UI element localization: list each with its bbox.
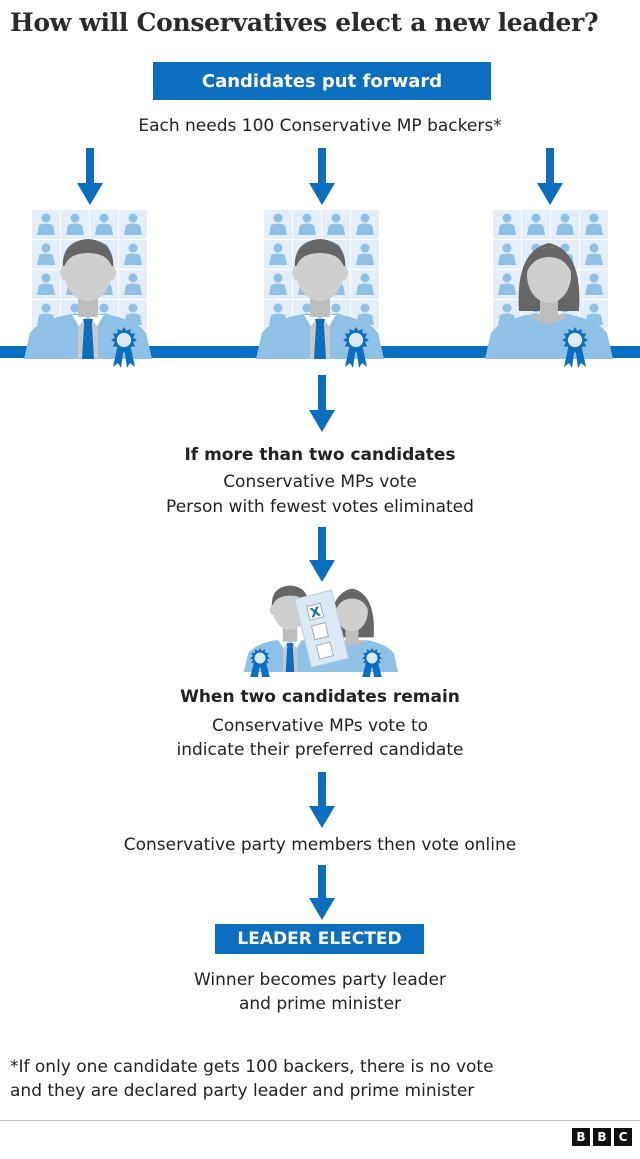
bbc-logo: B B C bbox=[572, 1128, 632, 1146]
mp-backer-icon bbox=[37, 243, 55, 265]
mp-backer-icon bbox=[66, 213, 84, 235]
candidate-figure-female bbox=[485, 210, 613, 368]
down-arrow-icon bbox=[77, 148, 103, 205]
mp-backer-icon bbox=[585, 243, 603, 265]
mp-backer-icon bbox=[356, 243, 374, 265]
step3-heading: When two candidates remain bbox=[180, 687, 460, 707]
mp-backer-icon bbox=[95, 213, 113, 235]
mp-backer-icon bbox=[498, 243, 516, 265]
mp-backer-icon bbox=[298, 213, 316, 235]
mp-backer-icon bbox=[585, 213, 603, 235]
mp-backer-icon bbox=[37, 213, 55, 235]
mp-backer-icon bbox=[269, 213, 287, 235]
mp-backer-icon bbox=[527, 213, 545, 235]
footer-divider bbox=[0, 1120, 640, 1121]
footnote-line2: and they are declared party leader and p… bbox=[10, 1081, 475, 1101]
mp-backer-icon bbox=[556, 213, 574, 235]
two-candidates-ballot-figure: X bbox=[243, 585, 399, 677]
candidates-put-forward-label: Candidates put forward bbox=[201, 70, 443, 92]
step2-heading: If more than two candidates bbox=[184, 445, 456, 465]
down-arrow-icon bbox=[309, 375, 335, 432]
male-candidate-icon bbox=[24, 239, 152, 359]
footnote-line1: *If only one candidate gets 100 backers,… bbox=[10, 1057, 494, 1077]
step3-line2: indicate their preferred candidate bbox=[176, 740, 464, 760]
down-arrow-icon bbox=[309, 148, 335, 205]
mp-backer-icon bbox=[356, 273, 374, 295]
mp-backer-icon bbox=[356, 213, 374, 235]
mp-backer-icon bbox=[327, 213, 345, 235]
rosette-icon bbox=[250, 648, 270, 677]
down-arrow-icon bbox=[537, 148, 563, 205]
down-arrow-icon bbox=[309, 865, 335, 920]
step2-line2: Person with fewest votes eliminated bbox=[166, 497, 474, 517]
candidates-put-forward-box: Candidates put forward bbox=[153, 62, 491, 100]
leader-elected-label: LEADER ELECTED bbox=[237, 929, 402, 949]
mp-backer-icon bbox=[124, 243, 142, 265]
rosette-icon bbox=[562, 327, 588, 368]
mp-backer-icon bbox=[269, 273, 287, 295]
mp-backer-icon bbox=[498, 213, 516, 235]
down-arrow-icon bbox=[309, 527, 335, 582]
bbc-logo-letter: B bbox=[593, 1128, 611, 1146]
mp-backer-icon bbox=[124, 213, 142, 235]
mp-backer-icon bbox=[37, 273, 55, 295]
backers-requirement: Each needs 100 Conservative MP backers* bbox=[138, 116, 502, 136]
mp-backer-icon bbox=[124, 273, 142, 295]
leader-elected-box: LEADER ELECTED bbox=[215, 924, 424, 954]
candidate-figure-male-1 bbox=[24, 210, 152, 368]
mp-backer-icon bbox=[585, 273, 603, 295]
step5-line1: Winner becomes party leader bbox=[193, 970, 446, 990]
step3-line1: Conservative MPs vote to bbox=[211, 716, 429, 736]
down-arrow-icon bbox=[309, 772, 335, 828]
step2-line1: Conservative MPs vote bbox=[223, 472, 417, 492]
ballot-mark: X bbox=[309, 605, 322, 622]
rosette-icon bbox=[111, 327, 137, 368]
bbc-logo-letter: B bbox=[572, 1128, 590, 1146]
footnote: *If only one candidate gets 100 backers,… bbox=[10, 1055, 494, 1103]
mp-backer-icon bbox=[269, 243, 287, 265]
mp-backer-icon bbox=[498, 273, 516, 295]
step4-text: Conservative party members then vote onl… bbox=[123, 835, 517, 855]
rosette-icon bbox=[362, 648, 382, 677]
rosette-icon bbox=[343, 327, 369, 368]
page-title: How will Conservatives elect a new leade… bbox=[10, 8, 599, 37]
candidate-figure-male-2 bbox=[256, 210, 384, 368]
ballot-paper-icon: X bbox=[293, 589, 349, 668]
step5-line2: and prime minister bbox=[238, 994, 402, 1014]
bbc-logo-letter: C bbox=[614, 1128, 632, 1146]
